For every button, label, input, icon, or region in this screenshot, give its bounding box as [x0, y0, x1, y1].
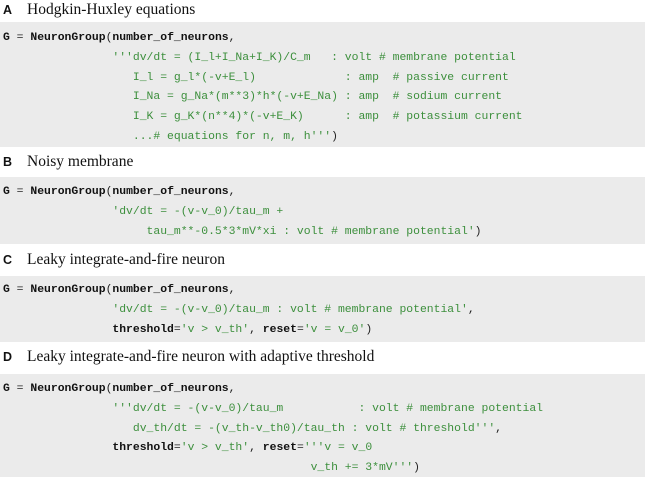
section-letter: B: [3, 155, 13, 169]
code-line: 'dv/dt = -(v-v_0)/tau_m +: [3, 202, 283, 222]
code-text: (: [105, 186, 113, 198]
code-text: (: [105, 32, 113, 44]
section-title: Hodgkin-Huxley equations: [27, 1, 196, 18]
code-string: '''dv/dt = (I_l+I_Na+I_K)/C_m : volt # m…: [3, 51, 516, 64]
code-text: =: [9, 32, 31, 44]
code-block: G = NeuronGroup(number_of_neurons, '''dv…: [0, 22, 645, 147]
code-keyword: threshold: [112, 323, 174, 336]
section-letter: A: [3, 3, 13, 17]
code-block: G = NeuronGroup(number_of_neurons, 'dv/d…: [0, 276, 645, 342]
code-keyword: G: [3, 186, 10, 198]
code-keyword: G: [3, 32, 10, 44]
section-title: Leaky integrate-and-fire neuron with ada…: [27, 348, 375, 365]
code-text: ,: [249, 323, 263, 336]
code-keyword: NeuronGroup: [30, 284, 106, 296]
code-line: 'dv/dt = -(v-v_0)/tau_m : volt # membran…: [3, 300, 475, 320]
code-string: '''v = v_0: [303, 442, 373, 455]
code-string: '''dv/dt = -(v-v_0)/tau_m : volt # membr…: [3, 402, 544, 415]
section-heading: A Hodgkin-Huxley equations: [3, 0, 195, 20]
code-string: 'dv/dt = -(v-v_0)/tau_m +: [3, 205, 284, 218]
code-line: v_th += 3*mV'''): [3, 458, 420, 478]
code-text: ,: [249, 442, 263, 455]
code-text: [3, 442, 112, 454]
code-line: '''dv/dt = (I_l+I_Na+I_K)/C_m : volt # m…: [3, 48, 516, 68]
code-text: ): [365, 323, 373, 336]
code-text: =: [9, 186, 31, 198]
code-keyword: NeuronGroup: [30, 383, 106, 395]
section-title: Leaky integrate-and-fire neuron: [27, 251, 225, 268]
code-string: v_th += 3*mV''': [3, 462, 414, 475]
code-string: tau_m**-0.5*3*mV*xi : volt # membrane po…: [3, 225, 475, 238]
section-letter: D: [3, 350, 13, 364]
code-string: I_K = g_K*(n**4)*(-v+E_K) : amp # potass…: [3, 111, 523, 124]
code-keyword: reset: [262, 442, 297, 455]
code-text: =: [296, 323, 304, 336]
code-line: I_Na = g_Na*(m**3)*h*(-v+E_Na) : amp # s…: [3, 87, 502, 107]
code-line: G = NeuronGroup(number_of_neurons,: [3, 379, 235, 399]
code-text: (: [105, 284, 113, 296]
code-keyword: number_of_neurons: [112, 383, 229, 395]
code-text: =: [9, 284, 31, 296]
code-line: I_l = g_l*(-v+E_l) : amp # passive curre…: [3, 68, 509, 88]
code-text: =: [173, 442, 181, 455]
code-keyword: NeuronGroup: [30, 186, 106, 198]
code-keyword: number_of_neurons: [112, 186, 229, 198]
code-text: =: [173, 323, 181, 336]
code-string: dv_th/dt = -(v_th-v_th0)/tau_th : volt #…: [3, 422, 496, 435]
code-text: ): [413, 462, 420, 475]
code-line: threshold='v > v_th', reset='v = v_0'): [3, 320, 372, 340]
code-block: G = NeuronGroup(number_of_neurons, '''dv…: [0, 374, 645, 477]
code-keyword: G: [3, 284, 10, 296]
code-string: I_l = g_l*(-v+E_l) : amp # passive curre…: [3, 71, 509, 84]
code-text: (: [105, 383, 113, 395]
code-block: G = NeuronGroup(number_of_neurons, 'dv/d…: [0, 177, 645, 244]
section-heading: C Leaky integrate-and-fire neuron: [3, 250, 225, 270]
code-text: ,: [228, 383, 236, 395]
code-string: ...# equations for n, m, h''': [3, 131, 332, 143]
code-text: ,: [228, 32, 236, 44]
code-string: 'v = v_0': [303, 323, 366, 336]
code-line: '''dv/dt = -(v-v_0)/tau_m : volt # membr…: [3, 399, 543, 419]
code-keyword: number_of_neurons: [112, 32, 229, 44]
code-keyword: number_of_neurons: [112, 284, 229, 296]
code-line: dv_th/dt = -(v_th-v_th0)/tau_th : volt #…: [3, 419, 502, 439]
code-keyword: G: [3, 383, 10, 395]
code-line: I_K = g_K*(n**4)*(-v+E_K) : amp # potass…: [3, 107, 523, 127]
code-line: tau_m**-0.5*3*mV*xi : volt # membrane po…: [3, 222, 482, 242]
code-string: 'dv/dt = -(v-v_0)/tau_m : volt # membran…: [3, 303, 468, 316]
code-text: =: [9, 383, 31, 395]
section-heading: D Leaky integrate-and-fire neuron with ad…: [3, 347, 374, 367]
code-line: ...# equations for n, m, h'''): [3, 127, 338, 147]
code-line: G = NeuronGroup(number_of_neurons,: [3, 280, 235, 300]
code-string: I_Na = g_Na*(m**3)*h*(-v+E_Na) : amp # s…: [3, 91, 502, 104]
code-text: =: [296, 442, 304, 455]
code-text: ,: [228, 284, 236, 296]
code-line: G = NeuronGroup(number_of_neurons,: [3, 182, 235, 202]
code-string: 'v > v_th': [180, 442, 250, 455]
section-title: Noisy membrane: [27, 153, 134, 170]
section-heading: B Noisy membrane: [3, 152, 133, 172]
code-string: 'v > v_th': [180, 323, 250, 336]
code-line: threshold='v > v_th', reset='''v = v_0: [3, 438, 372, 458]
code-text: ,: [467, 303, 475, 316]
code-keyword: NeuronGroup: [30, 32, 106, 44]
code-text: [3, 324, 112, 336]
code-keyword: threshold: [112, 442, 174, 455]
code-text: ,: [228, 186, 236, 198]
code-line: G = NeuronGroup(number_of_neurons,: [3, 28, 235, 48]
code-text: ): [474, 225, 482, 238]
section-letter: C: [3, 253, 13, 267]
code-text: ,: [495, 422, 502, 435]
code-text: ): [331, 131, 338, 143]
code-keyword: reset: [262, 323, 297, 336]
